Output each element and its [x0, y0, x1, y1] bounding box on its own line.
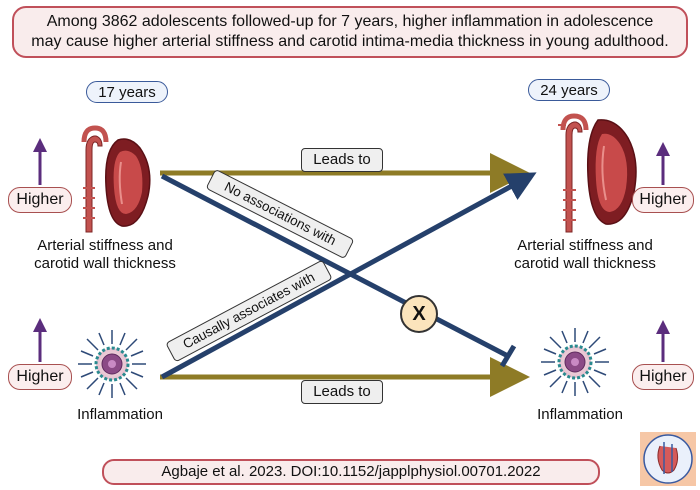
title-banner: Among 3862 adolescents followed-up for 7… [12, 6, 688, 58]
inflammation-caption-right: Inflammation [537, 406, 623, 423]
leads-to-label-bottom: Leads to [301, 380, 383, 404]
title-line-1: Among 3862 adolescents followed-up for 7… [46, 13, 654, 30]
inflammation-caption-left: Inflammation [77, 406, 163, 423]
artery-caption-left-line1: Arterial stiffness and [37, 237, 173, 254]
journal-logo-icon [640, 432, 696, 486]
vessel-cross-section-icon-left [105, 138, 151, 227]
diag-down-line [160, 173, 510, 359]
higher-badge-right-top: Higher [632, 187, 694, 213]
up-arrow-icon-right-top [656, 142, 670, 185]
artery-caption-right-line1: Arterial stiffness and [517, 237, 653, 254]
age-label-left: 17 years [86, 81, 168, 103]
artery-caption-left-line2: carotid wall thickness [34, 255, 176, 272]
up-arrow-icon-right-bottom [656, 320, 670, 362]
higher-badge-right-bottom: Higher [632, 364, 694, 390]
inflamed-cell-icon-right [541, 328, 609, 396]
title-line-2: may cause higher arterial stiffness and … [31, 33, 669, 50]
vessel-cross-section-icon-right [586, 119, 637, 225]
higher-badge-left-top: Higher [8, 187, 72, 213]
higher-badge-left-bottom: Higher [8, 364, 72, 390]
artery-caption-left: Arterial stiffness and carotid wall thic… [20, 237, 190, 273]
citation-box: Agbaje et al. 2023. DOI:10.1152/japplphy… [102, 459, 600, 485]
artery-icon-right [558, 113, 589, 233]
inflamed-cell-icon-left [78, 330, 146, 398]
diag-up-arrow [160, 172, 537, 380]
artery-caption-right-line2: carotid wall thickness [514, 255, 656, 272]
no-effect-x-marker: X [400, 295, 438, 333]
up-arrow-icon-left-top [33, 138, 47, 185]
artery-caption-right: Arterial stiffness and carotid wall thic… [500, 237, 670, 273]
up-arrow-icon-left-bottom [33, 318, 47, 362]
age-label-right: 24 years [528, 79, 610, 101]
leads-to-label-top: Leads to [301, 148, 383, 172]
block-bar [499, 344, 517, 368]
artery-icon-left [81, 125, 109, 233]
